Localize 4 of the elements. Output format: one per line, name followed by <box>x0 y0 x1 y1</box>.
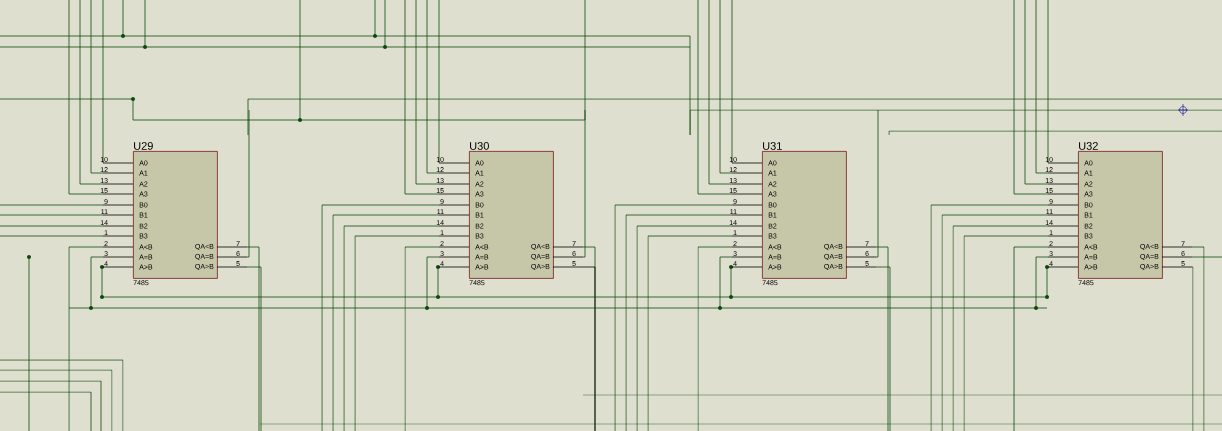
chip-label: U32 <box>1079 142 1098 150</box>
chip-label: U29 <box>134 142 153 150</box>
chip-label: U30 <box>470 142 489 150</box>
chip-label: U31 <box>763 142 782 150</box>
